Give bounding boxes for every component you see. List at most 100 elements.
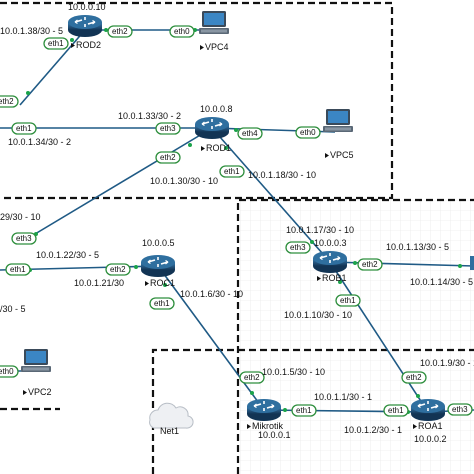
router-name: ROD2 <box>76 40 101 50</box>
iface-tag: eth2 <box>239 371 265 384</box>
iface-tag: eth4 <box>237 127 263 140</box>
router-mikrotik[interactable]: Mikrotik 10.0.0.1 <box>246 398 291 440</box>
router-rob1[interactable]: 10.0.0.3 ROB1 <box>312 238 348 283</box>
svg-text:eth2: eth2 <box>244 373 260 382</box>
svg-text:eth1: eth1 <box>224 167 240 176</box>
svg-text:eth1: eth1 <box>388 406 404 415</box>
iface-tag: eth1 <box>43 37 69 50</box>
svg-text:eth2: eth2 <box>362 260 378 269</box>
router-rod1[interactable]: 10.0.0.8 ROD1 <box>194 104 233 153</box>
subnet-label: 29/30 - 10 <box>0 212 41 222</box>
router-rod2[interactable]: 10.0.0.10 ROD2 <box>67 2 106 50</box>
iface-tag: eth2 <box>401 371 427 384</box>
router-name: ROC1 <box>150 278 175 288</box>
grid-area <box>240 200 474 474</box>
iface-tag: eth2 <box>0 95 19 108</box>
subnet-label: 10.0.1.9/30 - 10 <box>420 358 474 368</box>
pc-vpc5[interactable]: VPC5 <box>323 109 354 160</box>
subnet-label: 10.0.1.1/30 - 1 <box>314 392 372 402</box>
subnet-label: 10.0.1.17/30 - 10 <box>286 225 354 235</box>
pc-icon <box>21 349 51 372</box>
svg-text:eth1: eth1 <box>48 39 64 48</box>
iface-tag: eth2 <box>155 151 181 164</box>
svg-text:eth1: eth1 <box>154 299 170 308</box>
link-rod1-left-lower <box>19 127 213 244</box>
router-roa1[interactable]: ROA1 10.0.0.2 <box>410 398 447 444</box>
router-ip: 10.0.0.2 <box>414 434 447 444</box>
svg-text:eth1: eth1 <box>340 296 356 305</box>
router-ip: 10.0.0.10 <box>68 2 106 12</box>
interface-tags: eth1 eth2 eth0 eth2 eth1 eth3 eth4 eth0 … <box>0 25 473 417</box>
iface-tag: eth0 <box>0 365 19 378</box>
edge-device <box>470 256 474 270</box>
iface-tag: eth0 <box>169 25 195 38</box>
svg-text:eth1: eth1 <box>16 124 32 133</box>
router-icon <box>312 250 348 274</box>
subnet-label: 10.0.1.13/30 - 5 <box>386 242 449 252</box>
svg-text:eth2: eth2 <box>112 27 128 36</box>
pc-name: VPC4 <box>205 42 229 52</box>
pc-name: VPC5 <box>330 150 354 160</box>
subnet-labels: 10.0.1.38/30 - 5 10.0.1.33/30 - 2 10.0.1… <box>0 26 474 435</box>
iface-tag: eth1 <box>335 294 361 307</box>
iface-tag: eth2 <box>107 25 133 38</box>
subnet-label: 10.0.1.14/30 - 5 <box>410 277 473 287</box>
router-icon <box>410 398 446 422</box>
zone-bottom-border <box>151 348 474 474</box>
router-icon <box>194 116 230 140</box>
cloud-name: Net1 <box>160 426 179 436</box>
link-rod1-rob1 <box>211 127 331 263</box>
svg-text:eth2: eth2 <box>0 97 14 106</box>
svg-text:eth2: eth2 <box>110 265 126 274</box>
subnet-label: 10.0.1.22/30 - 5 <box>36 250 99 260</box>
subnet-label: 10.0.1.5/30 - 10 <box>262 367 325 377</box>
svg-text:eth1: eth1 <box>296 406 312 415</box>
zone-right-border <box>236 198 474 474</box>
link-rod2-left <box>19 29 86 106</box>
iface-tag: eth1 <box>149 297 175 310</box>
svg-text:eth1: eth1 <box>10 265 26 274</box>
router-ip: 10.0.0.5 <box>142 238 175 248</box>
zone-top-border <box>0 1 394 200</box>
subnet-label: 10.0.1.38/30 - 5 <box>0 26 63 36</box>
svg-text:eth3: eth3 <box>290 243 306 252</box>
subnet-label: 10.0.1.10/30 - 10 <box>284 310 352 320</box>
router-roc1[interactable]: 10.0.0.5 ROC1 <box>140 238 176 288</box>
subnet-label: 10.0.1.6/30 - 10 <box>180 289 243 299</box>
iface-tag: eth3 <box>447 403 473 416</box>
svg-text:eth0: eth0 <box>0 367 14 376</box>
router-ip: 10.0.0.3 <box>314 238 347 248</box>
router-icon <box>140 254 176 278</box>
link-roc1-mikrotik <box>157 265 265 411</box>
svg-text:eth2: eth2 <box>160 153 176 162</box>
pc-vpc2[interactable]: VPC2 <box>21 349 52 397</box>
iface-tag: eth1 <box>383 404 409 417</box>
iface-tag: eth3 <box>155 122 181 135</box>
subnet-label: 10.0.1.33/30 - 2 <box>118 111 181 121</box>
pc-vpc4[interactable]: VPC4 <box>199 11 229 52</box>
router-name: Mikrotik <box>252 421 283 431</box>
pc-icon <box>199 11 229 34</box>
iface-tag: eth1 <box>219 165 245 178</box>
iface-tag: eth1 <box>291 404 317 417</box>
router-name: ROB1 <box>322 273 347 283</box>
iface-tag: eth3 <box>11 232 37 245</box>
svg-text:eth0: eth0 <box>174 27 190 36</box>
svg-text:eth3: eth3 <box>452 405 468 414</box>
subnet-label: 10.0.1.30/30 - 10 <box>150 176 218 186</box>
router-icon <box>246 398 282 422</box>
iface-tag: eth2 <box>357 258 383 271</box>
cloud-net1[interactable]: Net1 <box>149 402 194 436</box>
router-icon <box>67 14 103 38</box>
name-markers <box>23 43 417 429</box>
link-rob1-roa1 <box>329 261 429 413</box>
iface-tag: eth0 <box>295 126 321 139</box>
subnet-label: /30 - 5 <box>0 304 26 314</box>
iface-tag: eth3 <box>285 241 311 254</box>
subnet-label: 10.0.1.34/30 - 2 <box>8 137 71 147</box>
pc-name: VPC2 <box>28 387 52 397</box>
svg-text:eth4: eth4 <box>242 129 258 138</box>
svg-text:eth3: eth3 <box>160 124 176 133</box>
